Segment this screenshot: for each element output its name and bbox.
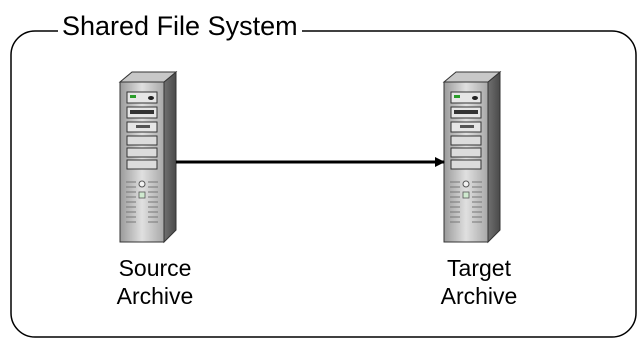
target-server-icon bbox=[443, 71, 501, 243]
target-label-line1: Target bbox=[447, 255, 511, 281]
source-label-line1: Source bbox=[118, 255, 192, 281]
target-archive-label: Target Archive bbox=[424, 254, 534, 310]
source-label-line2: Archive bbox=[116, 283, 194, 309]
shared-file-system-container bbox=[10, 30, 637, 338]
source-server-icon bbox=[119, 71, 177, 243]
source-archive-label: Source Archive bbox=[100, 254, 210, 310]
container-title: Shared File System bbox=[58, 10, 302, 42]
target-label-line2: Archive bbox=[440, 283, 518, 309]
